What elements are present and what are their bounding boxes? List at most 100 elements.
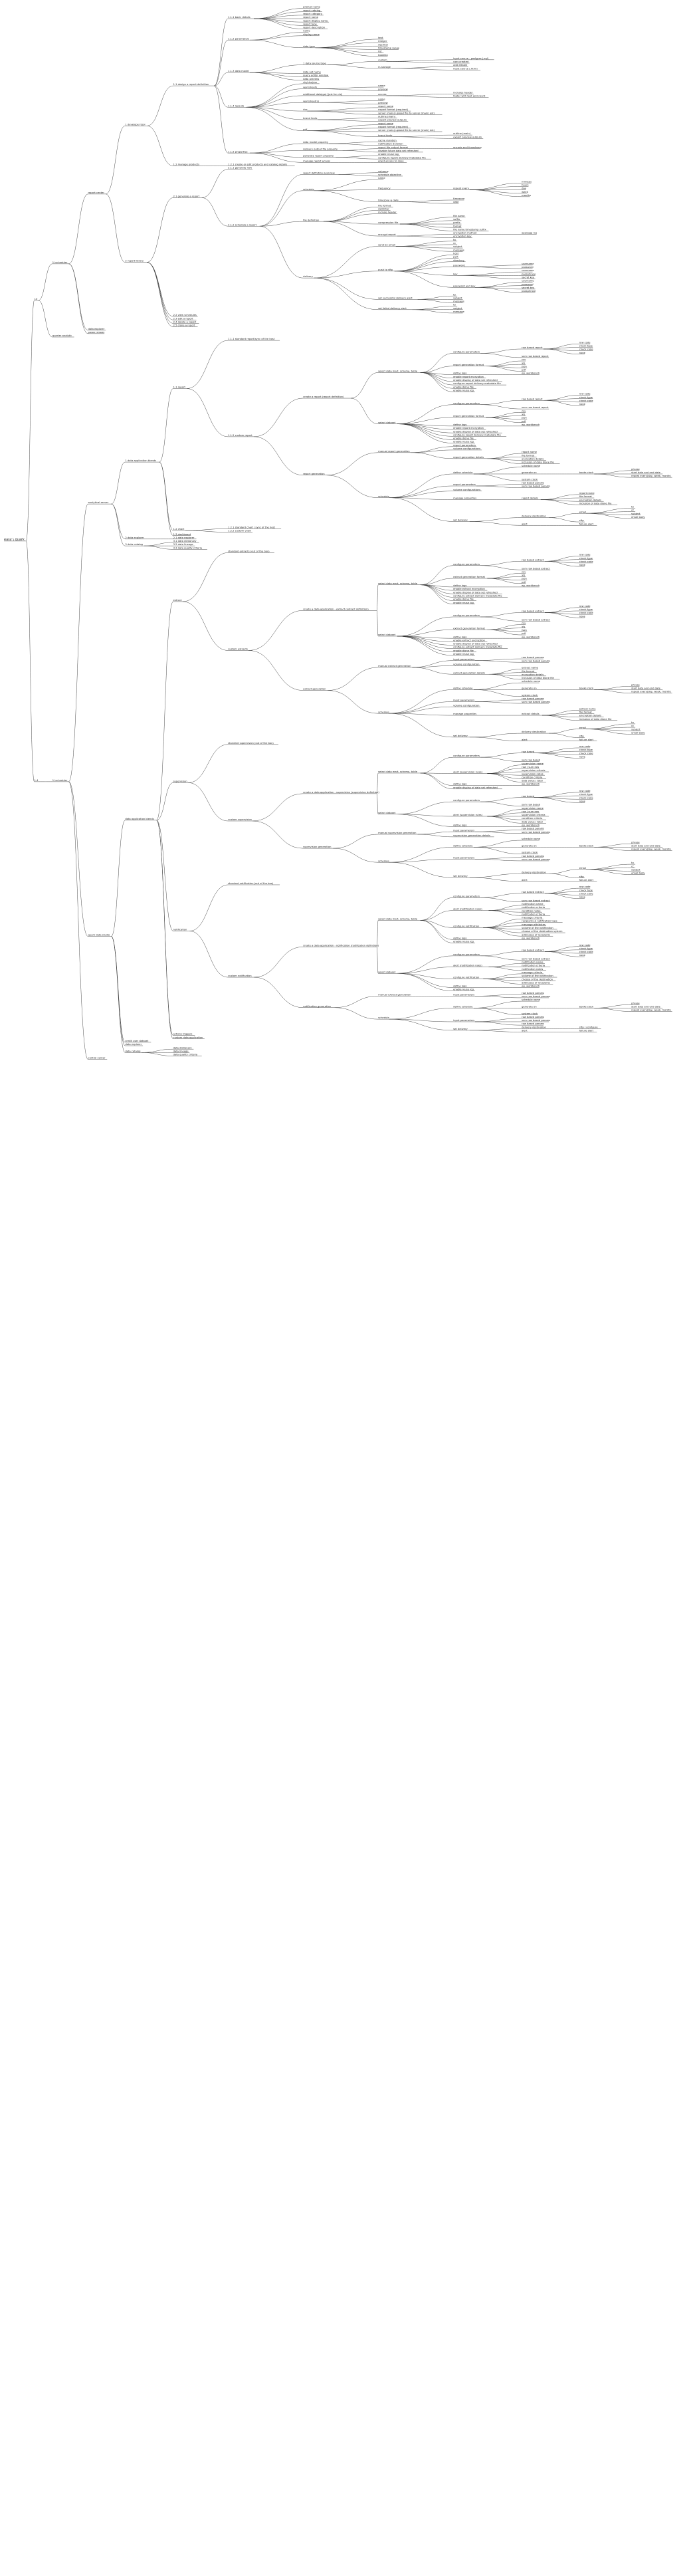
node-to: to bbox=[453, 304, 456, 306]
connector-line bbox=[474, 1018, 522, 1022]
node-addresses-of-recipients: addresses of recipients bbox=[522, 933, 550, 936]
node-eg-workbench: eg. workbench bbox=[522, 636, 540, 638]
connector-line bbox=[245, 107, 304, 112]
node-system-clock: system clock bbox=[522, 1012, 538, 1015]
connector-line bbox=[254, 15, 304, 19]
node-3-1-data-dictionary: 3.1 data dictionary bbox=[173, 540, 197, 542]
connector-line bbox=[464, 265, 522, 267]
connector-line bbox=[474, 660, 522, 663]
node-message-criteria: message criteria bbox=[522, 917, 542, 919]
connector-line bbox=[315, 39, 379, 49]
connector-line bbox=[111, 820, 126, 937]
node-schedule-name: schedule name bbox=[522, 838, 541, 840]
node-data-value-total: data value / total bbox=[522, 780, 543, 782]
connector-line bbox=[480, 951, 522, 957]
node-passphrase: passphrase bbox=[522, 273, 536, 275]
node-configure-report-delivery-metadata-file: configure report delivery metadata file bbox=[453, 382, 501, 385]
node-volume-configuration: volume configuration bbox=[453, 663, 480, 665]
connector-line bbox=[328, 61, 379, 65]
node-delivery-destination: delivery destination bbox=[522, 871, 546, 874]
connector-line bbox=[420, 920, 454, 943]
node-1-1-1-basic-details: 1.1.1 basic details bbox=[228, 16, 250, 19]
connector-line bbox=[26, 540, 35, 782]
node-eg-workbench: eg. workbench bbox=[522, 372, 540, 375]
connector-line bbox=[323, 213, 379, 222]
connector-line bbox=[480, 616, 522, 622]
connector-line bbox=[469, 1028, 522, 1031]
connector-line bbox=[333, 834, 379, 849]
node-control-center: control center bbox=[88, 1057, 106, 1060]
node-sftp: sftp bbox=[579, 519, 585, 522]
node-subject: subject bbox=[453, 307, 462, 310]
connector-line bbox=[376, 947, 379, 974]
connector-line bbox=[376, 772, 379, 794]
connector-line bbox=[487, 458, 522, 464]
node-to: to bbox=[631, 506, 634, 509]
node-1-2-1-standard-chart-sync-of-the-host: 1.2.1 standard chart / sync of the host bbox=[228, 526, 275, 528]
node-system-clock: system clock bbox=[522, 852, 538, 854]
node-set-delivery: set delivery bbox=[453, 1028, 468, 1030]
connector-line bbox=[594, 686, 632, 690]
connector-line bbox=[189, 931, 229, 978]
connector-line bbox=[480, 612, 522, 618]
node-supervision-criteria: supervision criteria bbox=[522, 769, 545, 772]
connector-line bbox=[480, 797, 522, 802]
connector-line bbox=[411, 449, 454, 453]
connector-line bbox=[249, 152, 304, 158]
connector-line bbox=[397, 630, 454, 637]
connector-line bbox=[544, 612, 579, 618]
node-row-based-params: row based params bbox=[522, 992, 544, 995]
node-repeat-every: repeat every bbox=[453, 187, 469, 190]
connector-line bbox=[259, 190, 304, 227]
connector-line bbox=[106, 193, 126, 263]
node-csv: csv bbox=[522, 410, 526, 412]
connector-line bbox=[585, 869, 632, 875]
connector-line bbox=[549, 517, 579, 523]
node-access: access bbox=[378, 93, 387, 96]
connector-line bbox=[394, 258, 454, 272]
node-report-name: report name bbox=[378, 105, 394, 108]
node-sum-row-based-params: sum row based params bbox=[522, 995, 550, 998]
node-phrase: phrase bbox=[631, 841, 640, 844]
connector-line bbox=[68, 193, 88, 265]
node-none: none bbox=[579, 954, 586, 957]
node-custom-extracts: custom extracts bbox=[228, 648, 248, 651]
node-sum-row-based: sum row based bbox=[522, 804, 540, 806]
node-check-code: check code bbox=[579, 400, 594, 402]
node-data-explorer: data explorer bbox=[125, 1043, 142, 1046]
node-timezone-date: timezone & date bbox=[378, 199, 399, 202]
node-row-based-params: row based params bbox=[522, 1022, 544, 1025]
node-select-data-mart-schema-table: select data mart, schema, table bbox=[378, 582, 418, 585]
node-input-parameters: input parameters bbox=[453, 699, 474, 702]
node-configure-notification: configure notification bbox=[453, 977, 480, 979]
node-report-category: report category bbox=[303, 13, 323, 15]
connector-line bbox=[397, 423, 454, 440]
node-1l-scheduler: 1l scheduler bbox=[52, 779, 68, 782]
node-eg-workbench: eg. workbench bbox=[522, 423, 540, 426]
connector-line bbox=[534, 797, 579, 803]
node-2-1-data-explorer: 2.1 data explorer bbox=[173, 536, 195, 539]
node-minutes: minutes bbox=[522, 180, 532, 183]
connector-line bbox=[397, 423, 454, 437]
node-encryption-key: encryption key bbox=[453, 235, 472, 238]
node-report-definition-overview: report definition overview bbox=[303, 172, 335, 174]
node-repeat-every-day-week-month: repeat every(day, week, month) bbox=[631, 1009, 671, 1012]
node-analytical-server: analytical server bbox=[88, 501, 109, 504]
connector-line bbox=[38, 263, 52, 301]
connector-line bbox=[389, 491, 454, 498]
connector-line bbox=[338, 172, 379, 175]
node-configure-parameters: configure parameters bbox=[453, 799, 480, 802]
node-configure-parameters: configure parameters bbox=[453, 895, 480, 897]
connector-line bbox=[394, 255, 454, 272]
node-row-based-extract: row based extract bbox=[522, 558, 544, 561]
connector-line bbox=[323, 210, 379, 222]
node-supervision-criteria: supervision criteria bbox=[522, 814, 545, 816]
node-file-format: file format bbox=[378, 204, 391, 207]
connector-line bbox=[314, 277, 379, 300]
connector-line bbox=[397, 973, 454, 991]
connector-line bbox=[314, 189, 379, 191]
node-text: text bbox=[378, 37, 383, 39]
connector-line bbox=[480, 348, 522, 354]
node-define-logs: define logs bbox=[453, 584, 466, 587]
node-columns: columns bbox=[378, 170, 389, 173]
